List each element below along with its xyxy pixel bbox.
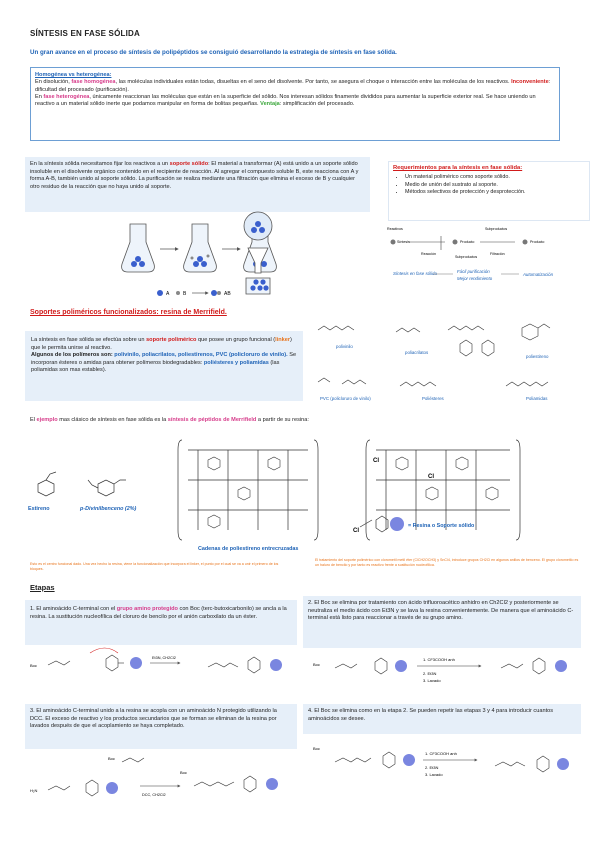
flask-icon: [121, 223, 155, 273]
homogenea-heading: Homogénea vs heterogénea:: [35, 72, 112, 78]
flow-facil: Fácil purificación: [457, 269, 490, 274]
step-4-panel: 4. El Boc se elimina como en la etapa 2.…: [303, 704, 581, 734]
reagent-r4c: 3. Lavado: [425, 772, 443, 777]
page-subtitle: Un gran avance en el proceso de síntesis…: [30, 49, 397, 56]
polymer-polivinilo: polivinilo: [336, 344, 353, 349]
etapas-heading: Etapas: [30, 583, 55, 592]
note-right: El tratamiento del soporte polimérico co…: [315, 558, 579, 567]
resin-bead-icon: [266, 778, 278, 790]
flow-sintesis: Síntesis: [397, 240, 410, 244]
step-3-text: 3. El aminoácido C-terminal unido a la r…: [30, 708, 277, 730]
polymer-pvc: PVC (policloruro de vinilo): [320, 396, 371, 401]
note-left: Esto es el centro funcional dado. Una ve…: [30, 562, 279, 571]
step-2-panel: 2. El Boc se elimina por tratamiento con…: [303, 596, 581, 648]
list-item: Métodos selectivos de protección y despr…: [405, 189, 585, 197]
soporte-panel: En la síntesis sólida necesitamos fijar …: [25, 157, 370, 212]
flow-producto: Producto: [460, 240, 474, 244]
homogenea-paragraph-1: En disolución, fase homogénea, las moléc…: [35, 79, 551, 93]
boc-label: Boc: [30, 663, 37, 668]
flow-subproductos-top: Subproductos: [485, 227, 507, 231]
boc-label-product: Boc: [180, 770, 187, 775]
homogenea-box: Homogénea vs heterogénea: En disolución,…: [30, 67, 560, 141]
step-1-panel: 1. El aminoácido C-terminal con el grupo…: [25, 600, 297, 645]
resin-bead-icon: [130, 657, 142, 669]
requerimientos-box: Requerimientos para la síntesis en fase …: [388, 161, 590, 221]
legend-a-marker: [157, 290, 163, 296]
boc-label: Boc: [108, 756, 115, 761]
flow-diagram: Reactivos Síntesis Reacción Producto Sub…: [387, 227, 554, 281]
merrifield-cl-2: Cl: [428, 474, 434, 480]
merrifield-diagram: Cl Cl Cl Estireno p-Divinilbenceno (2%) …: [28, 439, 521, 552]
resin-bead-icon: [555, 660, 567, 672]
polymer-structures: polivinilo poliacrilatos poliestireno PV…: [317, 323, 551, 401]
polymer-poliamidas: Poliamidas: [526, 396, 548, 401]
soporte-text: En la síntesis sólida necesitamos fijar …: [30, 161, 359, 190]
merrifield-cadenas: Cadenas de poliestireno entrecruzadas: [198, 546, 298, 552]
reagent-r2c: 3. Lavado: [423, 678, 441, 683]
resin-bead-icon: [270, 659, 282, 671]
reagent-r4b: 2. Et3N: [425, 765, 438, 770]
reagent-r2b: 2. Et3N: [423, 671, 436, 676]
flow-mejor: Mejor rendimiento: [457, 276, 493, 281]
homogenea-paragraph-2: En fase heterogénea, únicamente reaccion…: [35, 93, 536, 108]
list-item: Medio de unión del sustrato al soporte.: [405, 182, 585, 190]
merrifield-estireno: Estireno: [28, 506, 50, 512]
soportes-heading: Soportes poliméricos funcionalizados: re…: [30, 309, 227, 316]
reaction-step-2: Boc 1. CF3COOH anh 2. Et3N 3. Lavado: [313, 657, 567, 683]
list-item: Un material polimérico como soporte sóli…: [405, 174, 585, 182]
requerimientos-list: Un material polimérico como soporte sóli…: [393, 174, 585, 197]
merrifield-cl-3: Cl: [353, 528, 359, 534]
resin-bead-icon: [395, 660, 407, 672]
flow-producto-final: Producto: [530, 240, 544, 244]
flow-automatizacion: Automatización: [522, 272, 554, 277]
resin-bead-icon: [106, 782, 118, 794]
merrifield-divinil: p-Divinilbenceno (2%): [79, 506, 137, 512]
step-2-text: 2. El Boc se elimina por tratamiento con…: [308, 600, 574, 622]
legend-b-marker: [176, 291, 180, 295]
reagent-r2a: 1. CF3COOH anh: [423, 657, 455, 662]
resin-bead-icon: [403, 754, 415, 766]
step-1-text: 1. El aminoácido C-terminal con el grupo…: [30, 606, 287, 620]
polymer-poliacrilatos: poliacrilatos: [405, 350, 429, 355]
step-3-panel: 3. El aminoácido C-terminal unido a la r…: [25, 704, 297, 749]
ejemplo-text: El ejemplo mas clásico de síntesis en fa…: [30, 417, 309, 423]
merrifield-cl-1: Cl: [373, 458, 379, 464]
legend-a: A: [166, 291, 170, 297]
flow-reactivos: Reactivos: [387, 227, 403, 231]
flow-filtracion: Filtración: [490, 252, 505, 256]
boc-label: Boc: [313, 746, 320, 751]
soportes-text: La síntesis en fase sólida se efectúa so…: [31, 337, 297, 373]
boc-label: Boc: [313, 662, 320, 667]
merrifield-resina: = Resina o Soporte sólido: [408, 523, 475, 529]
page-title: SÍNTESIS EN FASE SÓLIDA: [30, 29, 140, 38]
flow-reaccion: Reacción: [421, 252, 436, 256]
reaction-step-1: Boc Et3N, CH2Cl2: [30, 647, 282, 674]
flask-icon: [183, 223, 217, 273]
legend-ab: AB: [224, 291, 231, 297]
reagent-r4a: 1. CF3COOH anh: [425, 751, 457, 756]
amine-label: H₂N: [30, 788, 37, 793]
resin-bead-icon: [390, 517, 404, 531]
reagent-r1: Et3N, CH2Cl2: [152, 656, 176, 660]
reagent-r3: DCC, CH2Cl2: [142, 793, 166, 797]
resin-bead-icon: [557, 758, 569, 770]
flow-subproductos-bottom: Subproductos: [455, 255, 477, 259]
polymer-poliesteres: Poliésteres: [422, 396, 445, 401]
flow-sintesis-fase: Síntesis en fase sólida: [393, 271, 437, 276]
polymer-poliestireno: poliestireno: [526, 354, 549, 359]
step-4-text: 4. El Boc se elimina como en la etapa 2.…: [308, 708, 554, 722]
requerimientos-heading: Requerimientos para la síntesis en fase …: [393, 165, 523, 171]
reaction-step-4: Boc 1. CF3COOH anh 2. Et3N 3. Lavado: [313, 746, 569, 777]
reaction-step-3: H₂N Boc DCC, CH2Cl2 Boc: [30, 756, 278, 797]
soportes-panel: La síntesis en fase sólida se efectúa so…: [25, 331, 303, 401]
filter-funnel-illustration: [243, 211, 273, 295]
legend-b: B: [183, 291, 187, 297]
